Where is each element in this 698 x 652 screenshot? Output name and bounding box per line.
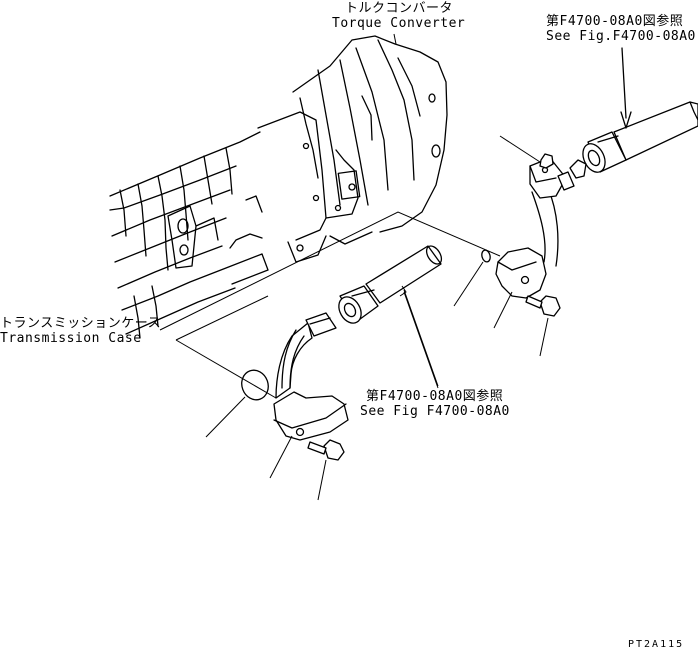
bolt-right xyxy=(525,295,561,357)
o-ring-right xyxy=(453,249,491,307)
torque-converter-label-en: Torque Converter xyxy=(332,16,466,31)
o-ring-left xyxy=(205,369,269,438)
drawing-code: PT2A115 xyxy=(628,639,685,650)
transmission-case-label-jp: トランスミッションケース xyxy=(0,316,162,331)
see-fig-mid-label-jp: 第F4700-08A0図参照 xyxy=(366,389,504,404)
elbow-tube-left xyxy=(269,312,349,479)
see-fig-top-label-jp: 第F4700-08A0図参照 xyxy=(546,14,684,29)
transmission-flange xyxy=(257,111,373,263)
elbow-tube-right xyxy=(493,157,575,329)
plug-small xyxy=(499,135,554,169)
leader-lines xyxy=(393,33,397,45)
pipe-middle xyxy=(338,245,443,389)
pipe-upper-right xyxy=(569,47,698,179)
bolt-left xyxy=(307,439,345,501)
see-fig-top-label-en: See Fig.F4700-08A0 xyxy=(546,29,696,44)
see-fig-mid-label-en: See Fig F4700-08A0 xyxy=(360,404,510,419)
projection-lines xyxy=(159,211,501,399)
torque-converter-label-jp: トルクコンバータ xyxy=(345,1,454,16)
transmission-case-label-en: Transmission Case xyxy=(0,331,142,346)
transmission-case-body xyxy=(109,131,269,339)
torque-converter-housing xyxy=(292,35,448,233)
